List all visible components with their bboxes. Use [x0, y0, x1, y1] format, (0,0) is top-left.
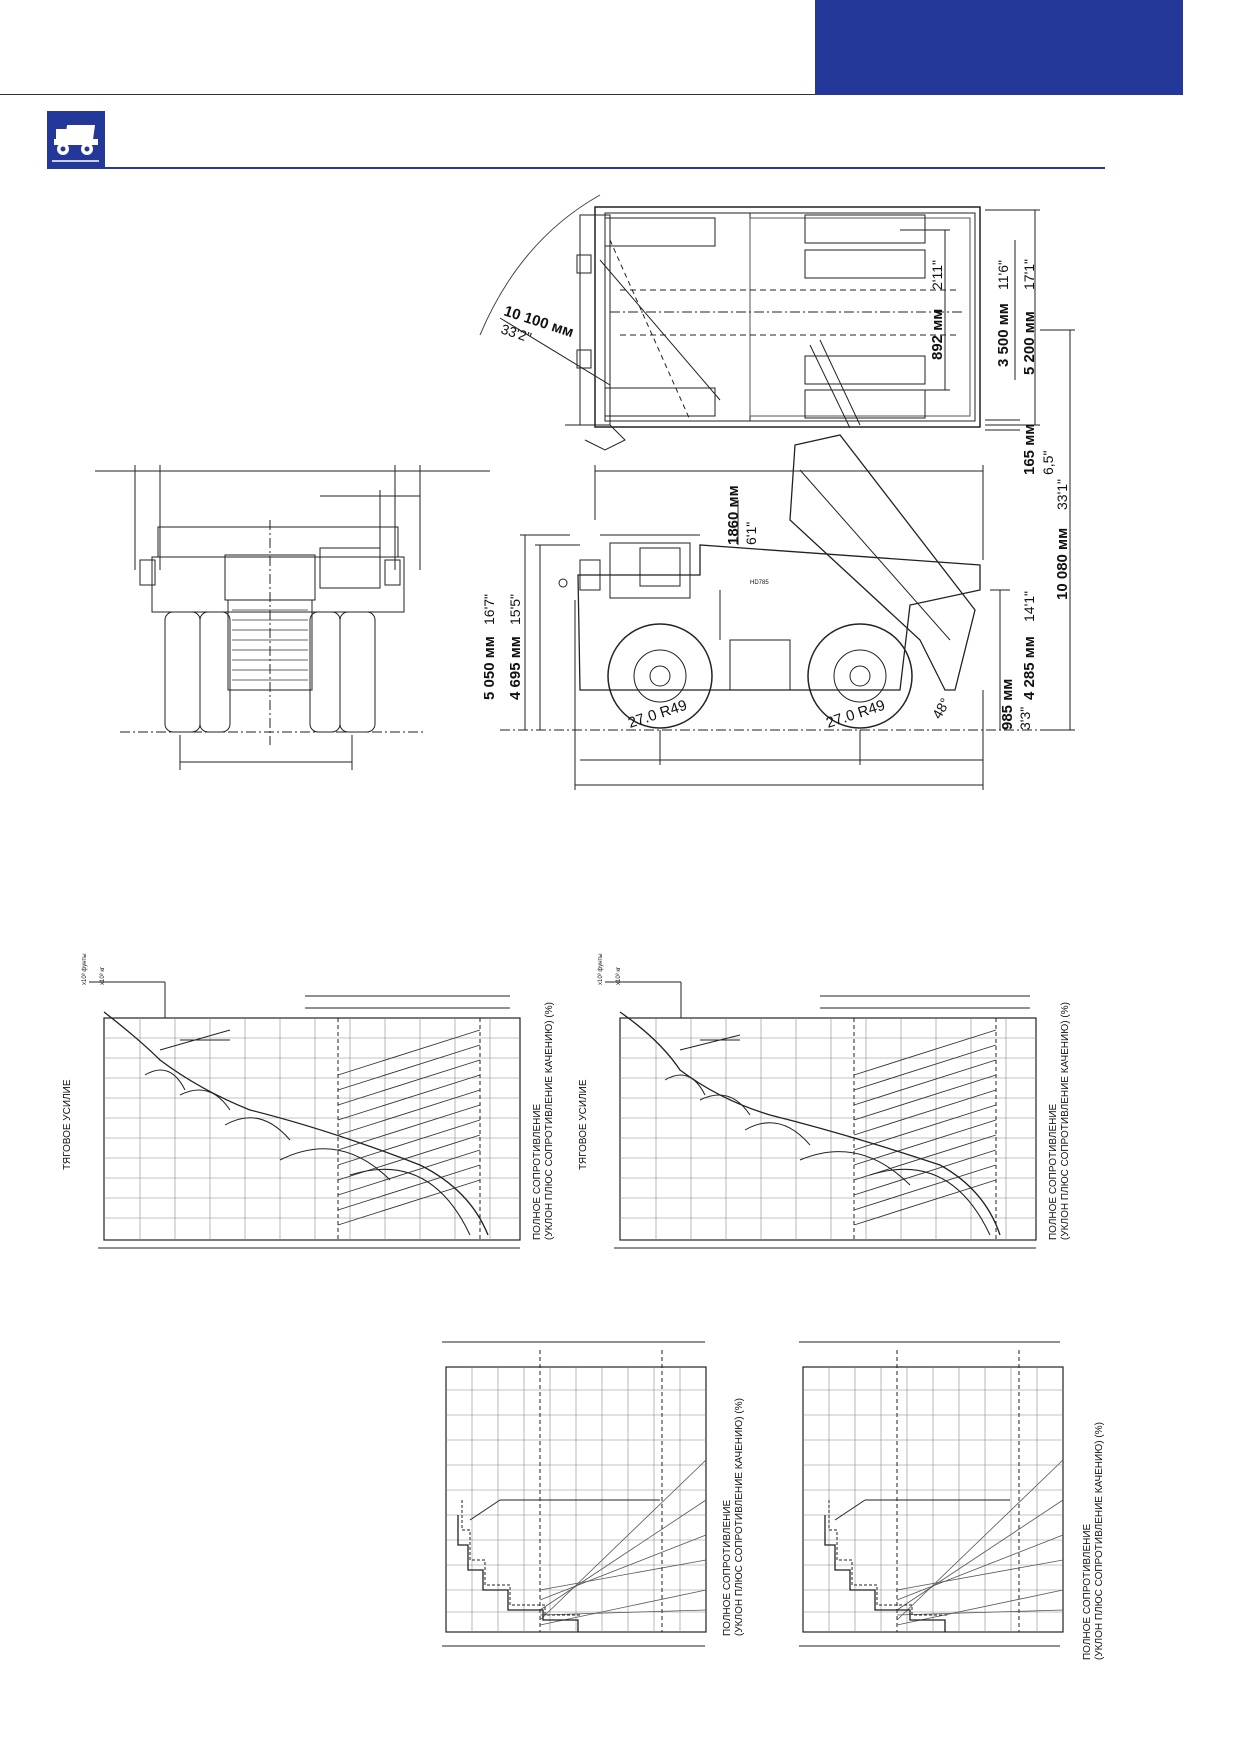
retarder-1-resistance-1: ПОЛНОЕ СОПРОТИВЛЕНИЕ	[722, 1499, 733, 1636]
rimpull-2-y-label: ТЯГОВОЕ УСИЛИЕ	[578, 1079, 589, 1170]
dim-985-ft: 3'3"	[1017, 707, 1033, 730]
rimpull-1-y-label: ТЯГОВОЕ УСИЛИЕ	[62, 1079, 73, 1170]
dim-5050-ft: 16'7"	[481, 594, 497, 625]
rimpull-chart-1	[89, 981, 521, 1249]
rimpull-1-resistance-1: ПОЛНОЕ СОПРОТИВЛЕНИЕ	[532, 1103, 543, 1240]
retarder-1-resistance-2: (УКЛОН ПЛЮС СОПРОТИВЛЕНИЕ КАЧЕНИЮ) (%)	[734, 1398, 745, 1636]
rimpull-1-unit-lb: x10³ фунты	[82, 953, 88, 985]
header-rule	[0, 94, 815, 95]
rimpull-2-resistance-2: (УКЛОН ПЛЮС СОПРОТИВЛЕНИЕ КАЧЕНИЮ) (%)	[1060, 1002, 1071, 1240]
header-color-block	[815, 0, 1183, 95]
dim-892-ft: 2'11"	[929, 260, 945, 290]
dim-985-mm: 985 мм	[999, 679, 1016, 730]
retarder-chart-2	[799, 1341, 1064, 1647]
dim-892-mm: 892 мм	[929, 309, 946, 360]
dim-3500-mm: 3 500 мм	[995, 303, 1012, 367]
rimpull-1-unit-kg: x10³ кг	[100, 966, 106, 985]
dim-10080-ft: 33'1"	[1054, 479, 1070, 510]
dump-angle: 48°	[929, 695, 953, 721]
rimpull-2-resistance-1: ПОЛНОЕ СОПРОТИВЛЕНИЕ	[1048, 1103, 1059, 1240]
dim-3500-ft: 11'6"	[995, 260, 1011, 290]
dim-4695-mm: 4 695 мм	[507, 636, 524, 700]
dim-10080-mm: 10 080 мм	[1054, 528, 1071, 600]
dim-5200-mm: 5 200 мм	[1021, 311, 1038, 375]
rimpull-chart-2	[605, 981, 1037, 1249]
dump-truck-icon	[47, 111, 105, 169]
retarder-2-resistance-2: (УКЛОН ПЛЮС СОПРОТИВЛЕНИЕ КАЧЕНИЮ) (%)	[1094, 1422, 1105, 1660]
side-view-truck	[558, 434, 981, 729]
dim-165-mm: 165 мм	[1021, 424, 1038, 475]
dim-1860-ft: 6'1"	[743, 522, 759, 545]
rimpull-1-resistance-2: (УКЛОН ПЛЮС СОПРОТИВЛЕНИЕ КАЧЕНИЮ) (%)	[544, 1002, 555, 1240]
section-rule	[105, 167, 1105, 169]
dim-4285-mm: 4 285 мм	[1021, 636, 1038, 700]
dim-165-ft: 6,5"	[1040, 451, 1056, 475]
front-view-truck	[139, 520, 405, 745]
dim-5050-mm: 5 050 мм	[481, 636, 498, 700]
dim-4695-ft: 15'5"	[507, 594, 523, 625]
model-label: HD785	[750, 580, 769, 586]
rimpull-2-unit-kg: x10³ кг	[616, 966, 622, 985]
dim-1860-mm: 1860 мм	[725, 485, 742, 545]
dim-5200-ft: 17'1"	[1021, 259, 1037, 290]
top-view-truck	[479, 194, 981, 451]
retarder-2-resistance-1: ПОЛНОЕ СОПРОТИВЛЕНИЕ	[1082, 1523, 1093, 1660]
rimpull-2-unit-lb: x10³ фунты	[598, 953, 604, 985]
retarder-chart-1	[442, 1341, 707, 1647]
dim-4285-ft: 14'1"	[1021, 591, 1037, 622]
